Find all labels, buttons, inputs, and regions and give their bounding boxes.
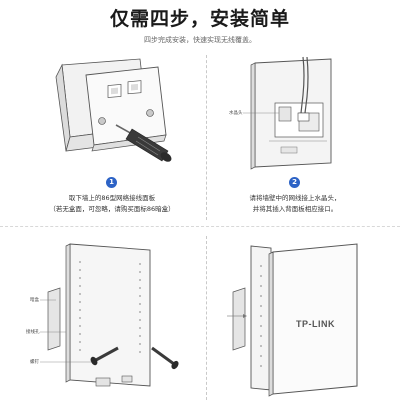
step-2-caption-line2: 并将其插入背面板相应接口。 xyxy=(252,205,338,213)
step-1-illustration xyxy=(55,58,172,162)
headline: 仅需四步，安装简单 xyxy=(109,8,290,30)
step-2-panel: 水晶头 2 请将墙壁中的网线接上水晶头， 并将其插入背面板相应接口。 xyxy=(207,55,400,225)
step-3-illustration xyxy=(40,243,179,387)
step-4-panel: TP-LINK xyxy=(207,236,400,400)
brand-label: TP-LINK xyxy=(296,319,335,329)
step-2-badge: 2 xyxy=(289,177,300,188)
step-1-panel: 1 取下墙上的86型网络接线面板 （若无盒面，可忽略，请购买面标86暗盒） xyxy=(0,55,206,225)
step-2-illustration xyxy=(243,56,332,170)
step-1-caption: 取下墙上的86型网络接线面板 （若无盒面，可忽略，请购买面标86暗盒） xyxy=(0,193,224,215)
step-1-caption-line1: 取下墙上的86型网络接线面板 xyxy=(68,194,156,202)
step-2-caption-line1: 请将墙壁中的网线接上水晶头， xyxy=(249,194,341,202)
step-2-caption: 请将墙壁中的网线接上水晶头， 并将其插入背面板相应接口。 xyxy=(207,193,383,215)
callout-screw: 螺钉 xyxy=(30,360,39,365)
callout-rj45: 水晶头 xyxy=(229,111,243,116)
step-4-illustration xyxy=(227,243,358,397)
callout-wiring-hole: 接线孔 xyxy=(26,330,40,335)
step-1-badge: 1 xyxy=(106,177,117,188)
divider-vertical-bottom xyxy=(206,236,207,400)
callout-wall-box: 暗盒 xyxy=(30,298,39,303)
step-1-caption-line2: （若无盒面，可忽略，请购买面标86暗盒） xyxy=(49,205,175,213)
divider-vertical-top xyxy=(206,55,207,220)
step-3-panel: 暗盒 接线孔 螺钉 xyxy=(0,236,206,400)
subtitle: 四步完成安装，快速实现无线覆盖。 xyxy=(144,36,256,44)
divider-horizontal xyxy=(0,226,400,227)
